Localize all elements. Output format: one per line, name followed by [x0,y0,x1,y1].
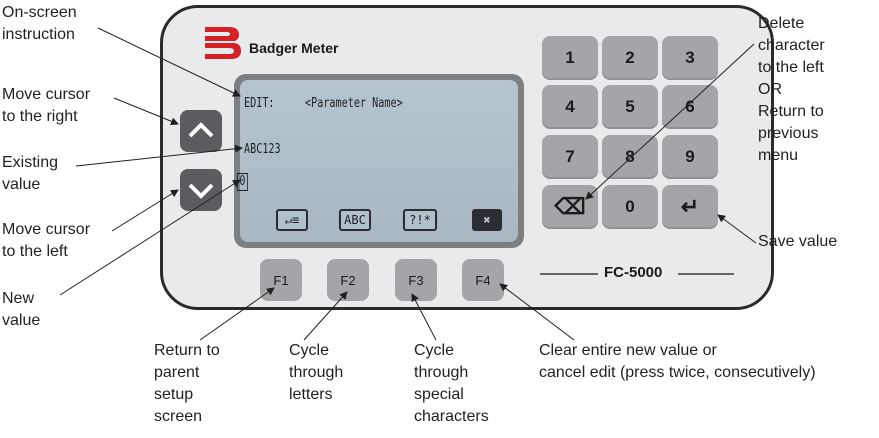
f4-key[interactable]: F4 [462,259,504,301]
model-label: FC-5000 [540,264,734,284]
callout-new-value: New value [2,290,41,329]
callout-save-value: Save value [758,233,838,250]
key-2[interactable]: 2 [602,36,658,80]
callout-move-right: Move cursor to the right [2,86,91,125]
callout-existing-value: Existing value [2,154,59,193]
badger-meter-logo [205,27,241,59]
brand-name: Badger Meter [249,40,339,56]
enter-icon: ↵ [680,194,700,219]
key-3[interactable]: 3 [662,36,718,80]
callout-onscreen-instruction: On-screen instruction [2,4,77,43]
key-8[interactable]: 8 [602,135,658,179]
callout-f2: Cycle through letters [289,342,344,403]
up-arrow-button[interactable] [180,110,222,152]
softkey-close-icon: ✖ [472,209,502,231]
callout-delete: Delete character to the left OR Return t… [758,15,825,164]
lcd-parameter-name: <Parameter Name> [305,96,403,111]
callout-f1: Return to parent setup screen [154,342,220,425]
enter-key[interactable]: ↵ [662,185,718,229]
key-0[interactable]: 0 [602,185,658,229]
f2-key[interactable]: F2 [327,259,369,301]
softkey-return-icon: ↵≡ [276,209,308,231]
callout-f4: Clear entire new value or cancel edit (p… [539,342,816,381]
lcd-mode: EDIT: [244,96,275,111]
backspace-icon: ⌫ [554,194,586,219]
down-arrow-button[interactable] [180,169,222,211]
key-6[interactable]: 6 [662,85,718,129]
softkey-letters: ABC [339,209,371,231]
key-5[interactable]: 5 [602,85,658,129]
key-9[interactable]: 9 [662,135,718,179]
model-number: FC-5000 [604,264,663,281]
chevron-down-icon [188,183,214,199]
key-1[interactable]: 1 [542,36,598,80]
lcd-existing-value: ABC123 [244,142,281,157]
callout-f3: Cycle through special characters [414,342,489,425]
key-7[interactable]: 7 [542,135,598,179]
key-4[interactable]: 4 [542,85,598,129]
chevron-up-icon [188,122,214,138]
callout-move-left: Move cursor to the left [2,221,91,260]
softkey-special-chars: ?!* [403,209,437,231]
